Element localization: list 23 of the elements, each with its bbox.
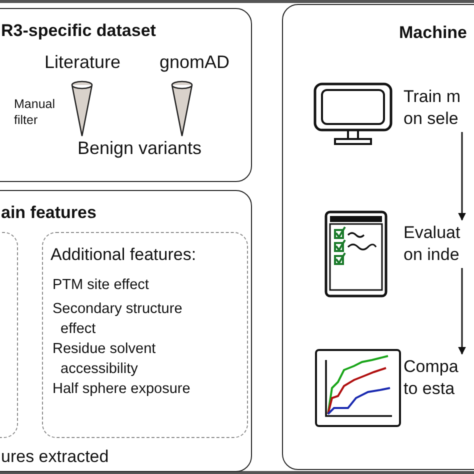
panel-box — [0, 190, 252, 472]
step-text: Evaluat on inde — [404, 222, 462, 266]
dashed-box — [42, 232, 248, 438]
panel-footer-text: ures extracted — [1, 447, 109, 467]
arrow — [458, 132, 466, 221]
funnel-connector — [171, 80, 193, 137]
panel-title: R3-specific dataset — [1, 21, 156, 41]
node-text: Benign variants — [76, 138, 203, 158]
list-item: Secondary structure effect — [52, 300, 184, 338]
arrow — [458, 268, 466, 355]
panel-box — [282, 4, 474, 470]
funnel-connector — [71, 80, 93, 137]
list-item: Residue solvent accessibility — [52, 340, 157, 378]
list-item: PTM site effect — [52, 276, 150, 294]
list-item: Half sphere exposure — [52, 380, 192, 398]
panel-title: Machine — [399, 23, 468, 43]
node-text: Literature — [43, 52, 122, 72]
panel-box — [0, 8, 252, 182]
node-text: gnomAD — [158, 52, 231, 72]
box-heading: Additional features: — [50, 244, 196, 264]
step-text: Compa to esta — [404, 356, 460, 400]
panel-title: ain features — [1, 203, 96, 223]
step-text: Train m on sele — [404, 86, 462, 130]
